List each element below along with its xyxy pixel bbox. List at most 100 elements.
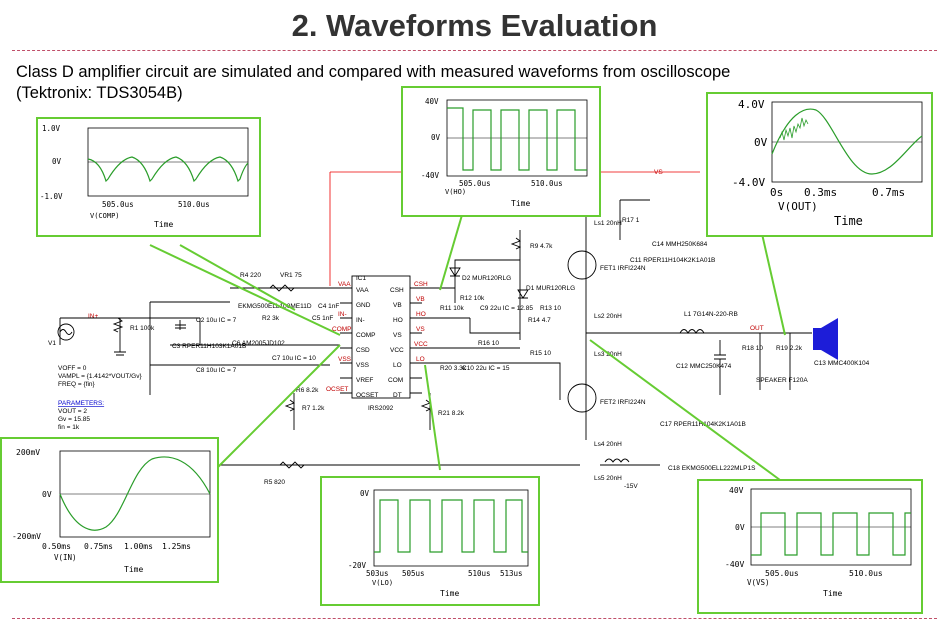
part-r11: R11 10k [440, 305, 464, 312]
fet2-symbol [567, 383, 597, 413]
part-r1: R1 100k [130, 325, 155, 332]
part-r12: R12 10k [460, 295, 485, 302]
in-xtick-1: 0.50ms [42, 542, 71, 551]
scope-in: 200mV 0V -200mV 0.50ms 0.75ms 1.00ms 1.2… [0, 437, 219, 583]
pin-vs: VS [393, 332, 402, 339]
part-c11-label: C11 RPER11H104K2K1A01B [630, 257, 715, 264]
comp-xtick-2: 510.0us [178, 200, 210, 209]
pin-ocset: OCSET [356, 392, 378, 399]
vs-ytick-1: 40V [729, 486, 744, 495]
ho-xlabel: Time [511, 199, 530, 208]
speaker-cone-icon [821, 318, 838, 360]
out-ytick-1: 4.0V [738, 98, 765, 111]
part-c4: C4 1nF [318, 303, 339, 310]
ho-ytick-1: 40V [425, 97, 439, 106]
part-ls4: Ls4 20nH [594, 441, 622, 448]
out-xtick-3: 0.7ms [872, 186, 905, 199]
out-ytick-2: 0V [754, 136, 768, 149]
net-comp: COMP [332, 326, 352, 333]
part-v1: V1 [48, 340, 56, 347]
part-c7: C7 10u IC = 10 [272, 355, 316, 362]
vs-xlabel: Time [823, 589, 842, 598]
in-xtick-4: 1.25ms [162, 542, 191, 551]
out-legend: V(OUT) [778, 200, 818, 213]
part-r20: R20 3.3k [440, 365, 467, 372]
pin-vss: VSS [356, 362, 370, 369]
comp-legend: V(COMP) [90, 212, 120, 220]
scope-comp: 1.0V 0V -1.0V 505.0us 510.0us V(COMP) Ti… [36, 117, 261, 237]
pin-in: IN- [356, 317, 365, 324]
pin-dt: DT [393, 392, 402, 399]
part-ls5: Ls5 20nH [594, 475, 622, 482]
lo-ytick-2: -20V [348, 561, 367, 570]
ic-pins-left: VAA GND IN- COMP CSD VSS VREF OCSET [356, 287, 378, 399]
vs-legend: V(VS) [747, 578, 770, 587]
net-in-plus: IN+ [88, 313, 99, 320]
out-ytick-3: -4.0V [732, 176, 765, 189]
part-r17: R17 1 [622, 217, 640, 224]
out-xlabel: Time [834, 214, 863, 228]
net-vss: VSS [338, 356, 352, 363]
part-r7: R7 1.2k [302, 405, 325, 412]
in-trace [59, 456, 211, 531]
ic-name: IC1 [356, 275, 367, 282]
vs-xtick-1: 505.0us [765, 569, 799, 578]
part-d1: D1 MUR120RLG [526, 285, 575, 292]
scope-vs: 40V 0V -40V 505.0us 510.0us V(VS) Time [697, 479, 923, 614]
net-vb: VB [416, 296, 425, 303]
scope-out: 4.0V 0V -4.0V 0s 0.3ms 0.7ms V(OUT) Time [706, 92, 933, 237]
ic-pins-right: CSH VB HO VS VCC LO COM DT [388, 287, 404, 399]
comp-ytick-2: 0V [52, 157, 62, 166]
bottom-rule [12, 618, 937, 619]
signal-source-symbol [57, 323, 75, 341]
part-c12: C12 MMC250K474 [676, 363, 732, 370]
lo-xtick-3: 510us [468, 569, 491, 578]
part-c5: C5 1nF [312, 315, 333, 322]
ic-part: IRS2092 [368, 405, 394, 412]
part-elcap: EKMG500ELL100ME11D [238, 303, 312, 310]
param-freq: FREQ = {fin} [58, 381, 95, 388]
description-line-2: (Tektronix: TDS3054B) [16, 84, 183, 102]
part-r14: R14 4.7 [528, 317, 551, 324]
part-fet2: FET2 IRFI224N [600, 399, 646, 406]
lo-trace [374, 499, 528, 553]
pin-gnd: GND [356, 302, 371, 309]
part-c2: C2 10u IC = 7 [196, 317, 237, 324]
part-r2: R2 3k [262, 315, 280, 322]
comp-xlabel: Time [154, 220, 173, 229]
pin-csh: CSH [390, 287, 404, 294]
callout-lines [149, 214, 786, 481]
neg-supply: -15V [624, 483, 638, 490]
part-r5: R5 820 [264, 479, 285, 486]
pin-lo: LO [393, 362, 402, 369]
part-c8: C8 10u IC = 7 [196, 367, 237, 374]
net-ho: HO [416, 311, 426, 318]
net-vs: VS [416, 326, 425, 333]
part-r4: R4 220 [240, 272, 261, 279]
param-fin: fin = 1k [58, 424, 80, 431]
description: Class D amplifier circuit are simulated … [16, 62, 730, 104]
part-ls1: Ls1 20nH [594, 220, 622, 227]
net-csh: CSH [414, 281, 428, 288]
part-c9: C9 22u IC = 12.85 [480, 305, 533, 312]
param-voff: VOFF = 0 [58, 365, 87, 372]
part-r21: R21 8.2k [438, 410, 465, 417]
part-r19: R19 2.2k [776, 345, 803, 352]
part-r9: R9 4.7k [530, 243, 553, 250]
part-c6: C6 AM2005JD102 [232, 340, 285, 347]
part-c3: C3 RPER11H103K1A01B [172, 343, 246, 350]
part-c13: SPEAKER F120A [756, 377, 808, 384]
part-fet1: FET1 IRFI224N [600, 265, 646, 272]
ho-legend: V(HO) [445, 188, 466, 196]
lo-xtick-1: 503us [366, 569, 389, 578]
ho-trace [447, 107, 587, 171]
part-c17: C17 RPER11H104K2K1A01B [660, 421, 746, 428]
in-ytick-1: 200mV [16, 448, 40, 457]
part-r16: R16 10 [478, 340, 499, 347]
pin-comp: COMP [356, 332, 376, 339]
scope-lo: 0V -20V 503us 505us 510us 513us V(LO) Ti… [320, 476, 540, 606]
vs-trace [751, 512, 911, 556]
pin-vb: VB [393, 302, 402, 309]
out-xtick-2: 0.3ms [804, 186, 837, 199]
